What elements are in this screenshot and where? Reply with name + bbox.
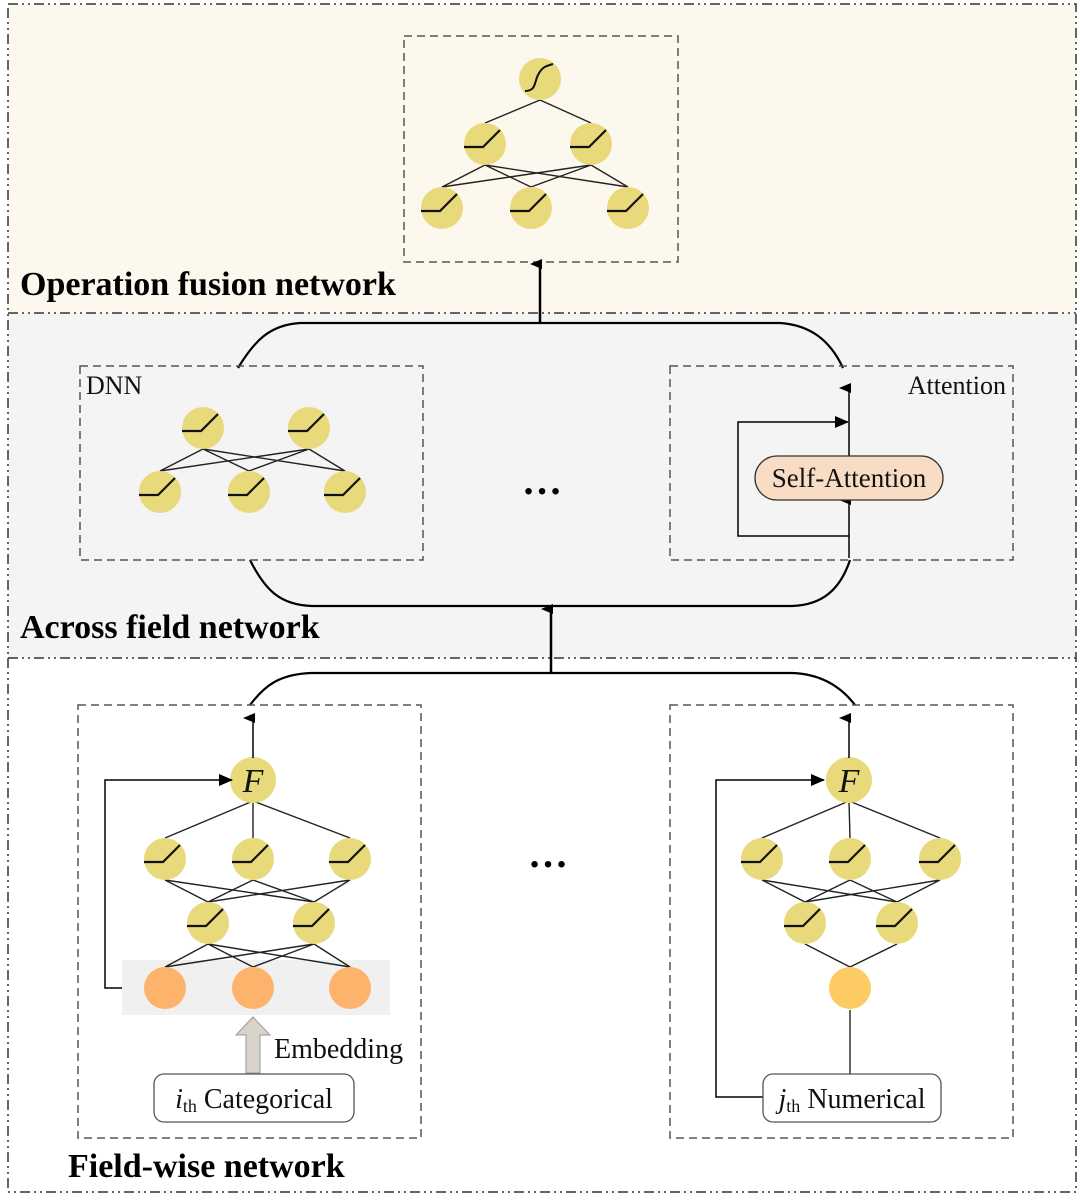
embedding-label: Embedding <box>274 1034 403 1065</box>
relu-icon <box>187 908 224 928</box>
relu-icon <box>421 193 458 213</box>
relu-icon <box>139 477 176 497</box>
operation-fusion-section <box>8 4 1076 313</box>
across-field-ellipsis: … <box>522 458 562 503</box>
embedding-node <box>144 967 186 1009</box>
self-attention-block <box>754 455 944 501</box>
connection-edge <box>848 800 941 839</box>
relu-icon <box>293 908 330 928</box>
connection-edge <box>313 943 351 968</box>
relu-icon <box>288 413 325 433</box>
fusion-mlp <box>421 58 649 229</box>
connection-edge <box>804 879 941 903</box>
relu-icon <box>228 477 265 497</box>
field-wise-ellipsis: … <box>528 831 568 876</box>
connection-edge <box>848 800 851 839</box>
connection-edge <box>252 800 351 839</box>
numerical-value-node <box>829 967 871 1009</box>
connection-edge <box>761 800 850 839</box>
numerical-mlp: F <box>741 757 961 1009</box>
relu-icon <box>232 844 269 864</box>
connection-edge <box>590 164 629 188</box>
fusion-node-label: F <box>242 763 265 800</box>
fusion-node-label: F <box>838 763 861 800</box>
section-borders <box>7 3 1077 1193</box>
connection-edge <box>313 879 351 903</box>
connection-edge <box>761 879 898 903</box>
relu-icon <box>329 844 366 864</box>
relu-icon <box>784 908 821 928</box>
relu-icon <box>876 908 913 928</box>
relu-icon <box>741 844 778 864</box>
fusion-node <box>826 757 872 803</box>
field-wise-output-bracket <box>249 671 856 706</box>
relu-icon <box>607 193 644 213</box>
connection-edge <box>761 879 806 903</box>
connection-edge <box>896 879 941 903</box>
across-field-title: Across field network <box>20 609 320 646</box>
operation-fusion-title: Operation fusion network <box>20 266 396 303</box>
connection-edge <box>207 879 254 903</box>
relu-icon <box>919 844 956 864</box>
connection-edge <box>207 943 351 968</box>
connection-edge <box>530 164 592 188</box>
connection-edge <box>159 448 204 472</box>
connection-edge <box>484 164 629 188</box>
attention-residual-connection <box>737 416 849 537</box>
connection-edge <box>308 448 346 472</box>
embedding-node <box>329 967 371 1009</box>
connection-edge <box>202 448 346 472</box>
across-field-output-bracket <box>237 321 844 369</box>
connection-edge <box>484 164 532 188</box>
field-wise-title: Field-wise network <box>68 1148 345 1185</box>
self-attention-label: Self-Attention <box>772 463 927 493</box>
connection-edge <box>202 448 250 472</box>
numerical-input-label: jth Numerical <box>776 1084 926 1116</box>
relu-icon <box>829 844 866 864</box>
connection-edge <box>164 879 209 903</box>
relu-icon <box>570 129 607 149</box>
embedding-arrow-icon <box>234 1016 272 1074</box>
categorical-mlp: F <box>144 757 371 1009</box>
connection-edge <box>159 448 310 472</box>
relu-icon <box>510 193 547 213</box>
attention-box <box>669 365 1014 561</box>
dnn-box <box>79 365 424 561</box>
connection-edge <box>248 448 310 472</box>
numerical-input-box[interactable] <box>762 1073 942 1123</box>
connection-edge <box>252 943 315 968</box>
relu-icon <box>464 129 501 149</box>
connection-edge <box>207 879 351 903</box>
categorical-input-label: ith Categorical <box>175 1084 333 1116</box>
embedding-node <box>232 967 274 1009</box>
numerical-residual-connection <box>715 774 825 1098</box>
connection-edge <box>804 879 851 903</box>
connection-edge <box>164 943 209 968</box>
categorical-input-box[interactable] <box>153 1073 355 1123</box>
fusion-node <box>230 757 276 803</box>
connection-edge <box>164 879 315 903</box>
relu-icon <box>324 477 361 497</box>
connection-edge <box>207 943 254 968</box>
numerical-field-box <box>669 704 1014 1139</box>
categorical-field-box <box>77 704 422 1139</box>
connection-edge <box>539 99 592 124</box>
connection-edge <box>484 99 541 124</box>
dnn-mlp <box>139 407 366 513</box>
categorical-residual-connection <box>104 774 233 989</box>
sigmoid-icon <box>524 63 554 92</box>
connection-edge <box>441 164 486 188</box>
sigmoid-neuron <box>519 58 561 100</box>
relu-icon <box>182 413 219 433</box>
attention-label: Attention <box>908 371 1006 400</box>
dnn-label: DNN <box>86 371 143 400</box>
relu-icon <box>144 844 181 864</box>
connection-edge <box>804 943 851 968</box>
connection-edge <box>849 943 898 968</box>
connection-edge <box>441 164 592 188</box>
connection-edge <box>164 943 315 968</box>
connection-edge <box>164 800 254 839</box>
